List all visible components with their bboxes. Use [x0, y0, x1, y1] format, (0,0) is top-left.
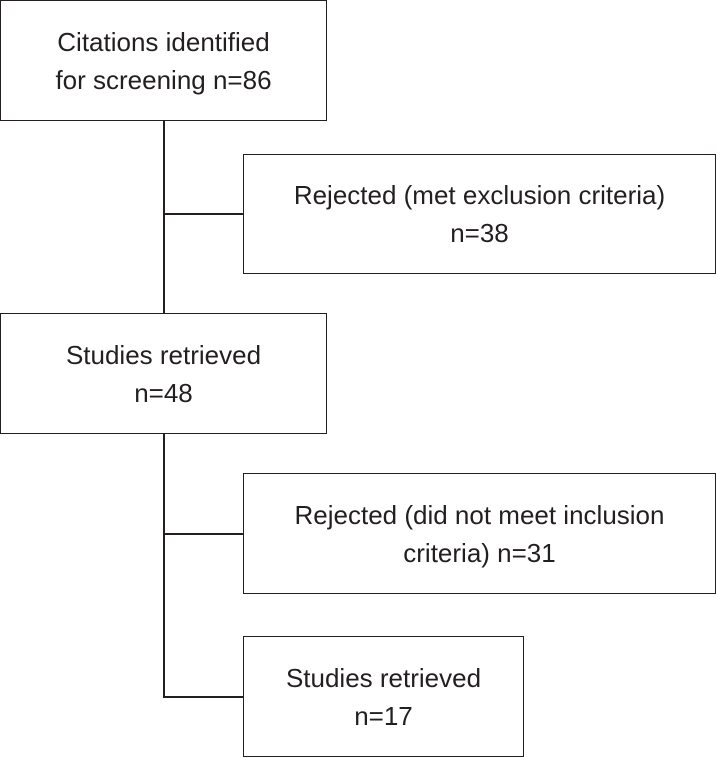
studies-retrieved-box-2: Studies retrieved n=17 [243, 636, 524, 757]
rejected-inclusion-line-2: criteria) n=31 [403, 537, 556, 568]
rejected-inclusion-line-1: Rejected (did not meet inclusion [294, 499, 665, 530]
studies-retrieved-1-line-1: Studies retrieved [65, 339, 262, 370]
rejected-exclusion-line-1: Rejected (met exclusion criteria) [293, 180, 666, 210]
studies-retrieved-2-line-2: n=17 [354, 700, 413, 731]
connector-vertical-1 [163, 121, 165, 313]
studies-retrieved-1-line-2: n=48 [134, 377, 193, 408]
rejected-inclusion-box: Rejected (did not meet inclusion criteri… [243, 473, 716, 594]
connector-branch-exclusion [163, 213, 243, 215]
connector-branch-final [163, 696, 243, 698]
studies-retrieved-2-line-1: Studies retrieved [285, 662, 482, 693]
citations-identified-box: Citations identified for screening n=86 [0, 0, 327, 121]
connector-vertical-2 [163, 434, 165, 697]
citations-line-2: for screening n=86 [55, 64, 272, 95]
connector-branch-inclusion [163, 533, 243, 535]
rejected-exclusion-line-2: n=38 [450, 218, 509, 248]
studies-retrieved-box-1: Studies retrieved n=48 [0, 313, 327, 434]
rejected-exclusion-box: Rejected (met exclusion criteria) n=38 [243, 154, 716, 274]
citations-line-1: Citations identified [57, 26, 270, 57]
